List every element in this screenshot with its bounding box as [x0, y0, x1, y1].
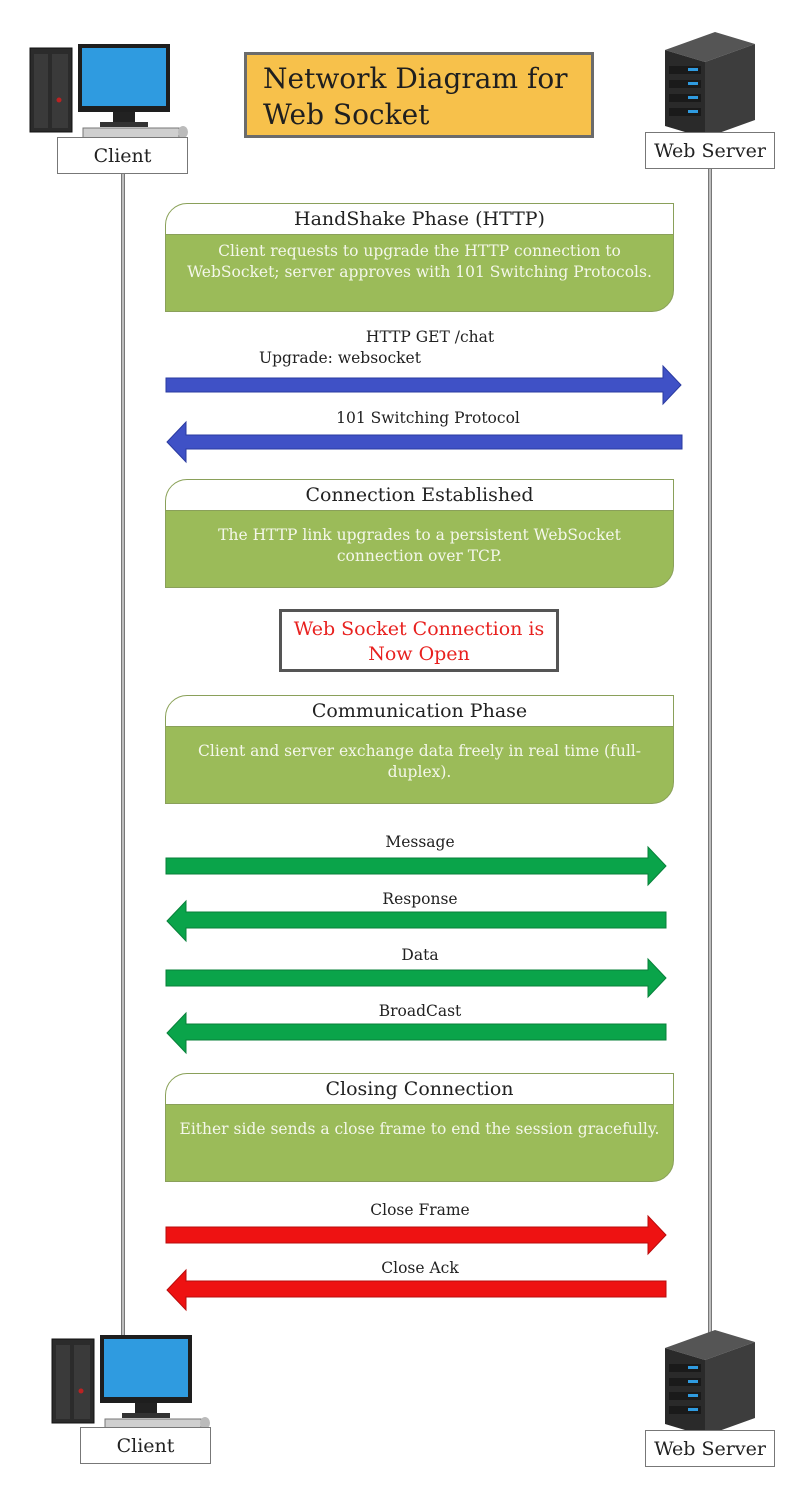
- broadcast-arrow: [166, 1011, 667, 1055]
- established-phase-title: Connection Established: [166, 480, 673, 511]
- response-arrow: [166, 899, 667, 943]
- close-frame-label: Close Frame: [370, 1201, 470, 1219]
- communication-phase-box: Communication Phase Client and server ex…: [165, 695, 674, 804]
- closing-phase-description: Either side sends a close frame to end t…: [179, 1120, 660, 1138]
- upgrade-header-label: Upgrade: websocket: [259, 349, 421, 367]
- server-label-bottom: Web Server: [645, 1430, 775, 1467]
- communication-phase-description: Client and server exchange data freely i…: [198, 742, 641, 781]
- server-rack-icon: [665, 1330, 755, 1436]
- data-arrow: [165, 957, 667, 999]
- established-phase-box: Connection Established The HTTP link upg…: [165, 479, 674, 588]
- closing-phase-title: Closing Connection: [166, 1074, 673, 1105]
- close-ack-label: Close Ack: [381, 1259, 459, 1277]
- http-get-label: HTTP GET /chat: [365, 328, 495, 346]
- switching-protocol-arrow: [166, 420, 683, 464]
- message-label: Message: [385, 833, 455, 851]
- message-arrow: [165, 845, 667, 887]
- server-lifeline: [708, 168, 712, 1338]
- closing-phase-box: Closing Connection Either side sends a c…: [165, 1073, 674, 1182]
- handshake-phase-title: HandShake Phase (HTTP): [166, 204, 673, 235]
- client-lifeline: [121, 172, 125, 1340]
- handshake-phase-description: Client requests to upgrade the HTTP conn…: [187, 242, 652, 281]
- server-label-top: Web Server: [645, 132, 775, 169]
- desktop-computer-icon: [29, 44, 188, 139]
- close-frame-arrow: [165, 1214, 667, 1256]
- connection-open-notice: Web Socket Connection is Now Open: [279, 609, 559, 672]
- response-label: Response: [382, 890, 458, 908]
- client-label-top: Client: [57, 137, 188, 174]
- desktop-computer-icon: [51, 1335, 210, 1430]
- handshake-phase-box: HandShake Phase (HTTP) Client requests t…: [165, 203, 674, 312]
- communication-phase-title: Communication Phase: [166, 696, 673, 727]
- client-label-bottom: Client: [80, 1427, 211, 1464]
- server-rack-icon: [665, 32, 755, 138]
- switching-protocol-label: 101 Switching Protocol: [336, 409, 520, 427]
- broadcast-label: BroadCast: [378, 1002, 462, 1020]
- diagram-title: Network Diagram for Web Socket: [244, 52, 594, 138]
- data-label: Data: [401, 946, 439, 964]
- http-get-arrow: [165, 364, 682, 406]
- close-ack-arrow: [166, 1268, 667, 1312]
- established-phase-description: The HTTP link upgrades to a persistent W…: [218, 526, 621, 565]
